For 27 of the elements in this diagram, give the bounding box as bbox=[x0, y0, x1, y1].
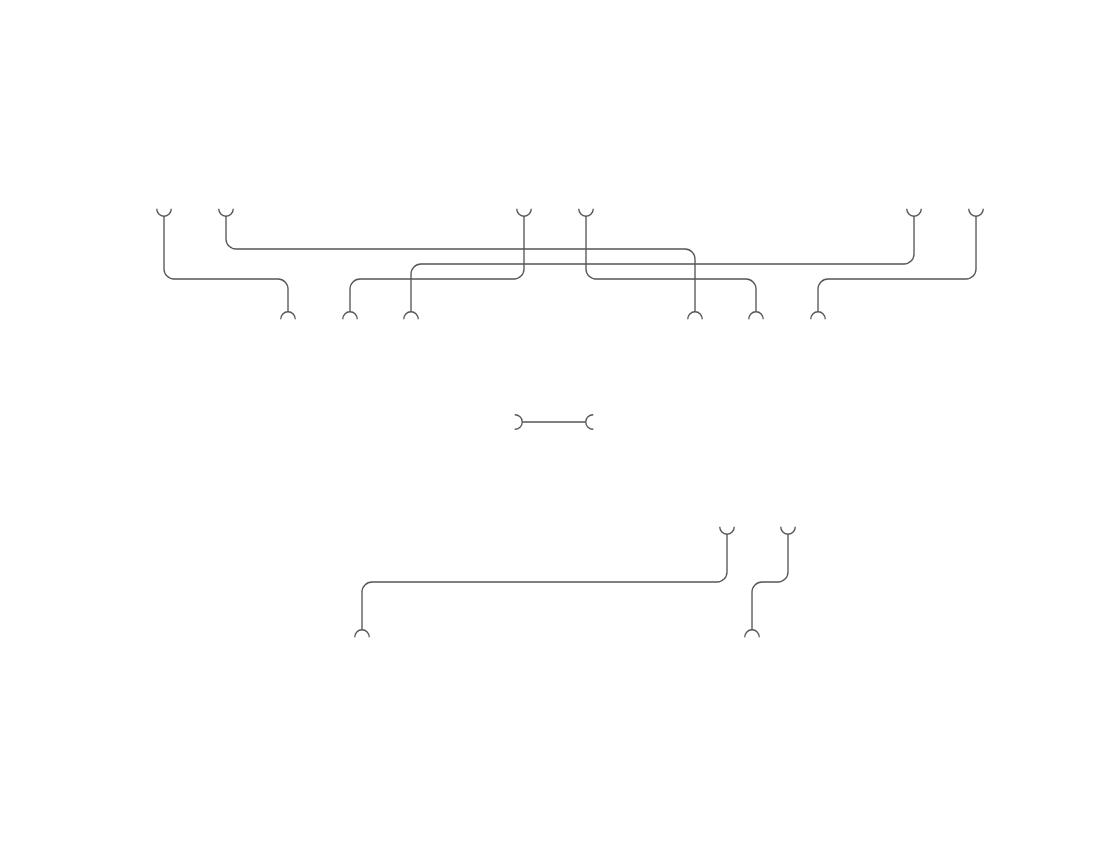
terminal-cup bbox=[342, 311, 358, 320]
terminal-cup bbox=[810, 311, 826, 320]
connector-line bbox=[225, 215, 696, 313]
terminal-cup bbox=[744, 629, 760, 638]
terminal-cup bbox=[280, 311, 296, 320]
terminal-cup bbox=[968, 208, 984, 217]
terminal-cup bbox=[354, 629, 370, 638]
terminal-cup bbox=[748, 311, 764, 320]
terminal-cup bbox=[514, 414, 523, 430]
connector-line bbox=[349, 215, 525, 313]
terminal-cup bbox=[719, 526, 735, 535]
terminal-cup bbox=[906, 208, 922, 217]
terminal-cup bbox=[218, 208, 234, 217]
terminal-cup bbox=[516, 208, 532, 217]
connector-line bbox=[521, 421, 587, 423]
terminal-cup bbox=[687, 311, 703, 320]
connector-line bbox=[410, 215, 915, 313]
connector-line bbox=[817, 215, 977, 313]
connector-line bbox=[163, 215, 289, 313]
connector-line bbox=[361, 533, 728, 631]
terminal-cup bbox=[585, 414, 594, 430]
terminal-cup bbox=[156, 208, 172, 217]
terminal-cup bbox=[403, 311, 419, 320]
connector-line bbox=[751, 533, 789, 631]
connector-line bbox=[585, 215, 757, 313]
terminal-cup bbox=[780, 526, 796, 535]
terminal-cup bbox=[578, 208, 594, 217]
